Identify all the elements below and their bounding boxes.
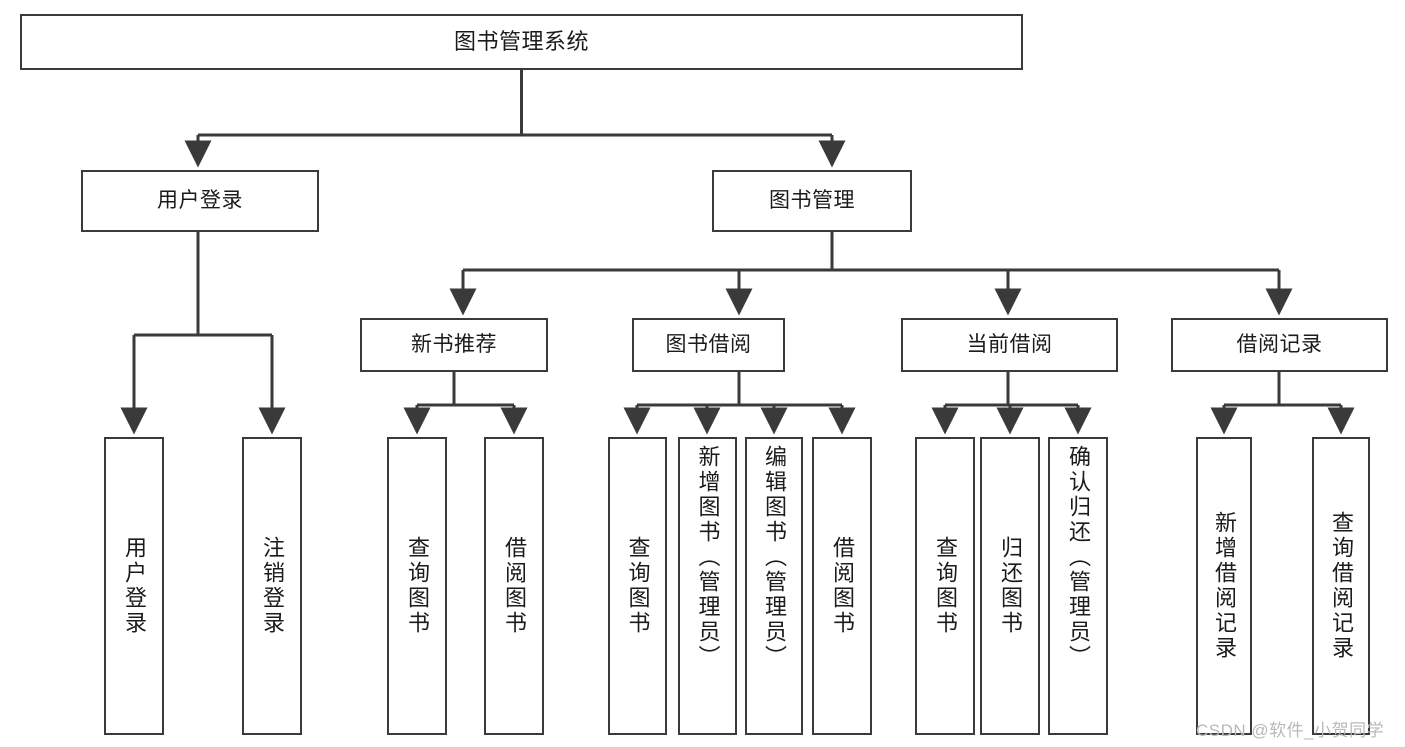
- node-leaf-borrow-book-2[interactable]: 借阅图书: [812, 437, 872, 735]
- node-leaf-query-book-2[interactable]: 查询图书: [608, 437, 667, 735]
- node-root-label: 图书管理系统: [453, 29, 589, 55]
- node-book-borrow-label: 图书借阅: [665, 332, 752, 356]
- node-book-manage[interactable]: 图书管理: [712, 170, 912, 232]
- node-leaf-return-book[interactable]: 归还图书: [980, 437, 1040, 735]
- node-new-book-recommend[interactable]: 新书推荐: [360, 318, 548, 372]
- node-book-borrow[interactable]: 图书借阅: [632, 318, 785, 372]
- watermark: CSDN @软件_小贺同学: [1196, 721, 1385, 740]
- node-current-borrow-label: 当前借阅: [966, 332, 1053, 356]
- node-leaf-query-borrow-record[interactable]: 查询借阅记录: [1312, 437, 1370, 735]
- node-leaf-add-borrow-record-label: 新增借阅记录: [1212, 511, 1237, 661]
- node-leaf-confirm-return-admin-label: 确认归还（管理员）: [1066, 445, 1091, 670]
- node-leaf-borrow-book-1-label: 借阅图书: [502, 536, 527, 636]
- node-leaf-add-book-admin-label: 新增图书（管理员）: [695, 445, 721, 670]
- node-leaf-query-book-3[interactable]: 查询图书: [915, 437, 975, 735]
- node-borrow-record-label: 借阅记录: [1236, 332, 1323, 356]
- node-leaf-query-book-3-label: 查询图书: [933, 536, 958, 636]
- node-leaf-logout-login-label: 注销登录: [260, 536, 285, 636]
- node-leaf-borrow-book-2-label: 借阅图书: [830, 536, 855, 636]
- node-borrow-record[interactable]: 借阅记录: [1171, 318, 1388, 372]
- node-leaf-user-login[interactable]: 用户登录: [104, 437, 164, 735]
- node-user-login[interactable]: 用户登录: [81, 170, 319, 232]
- node-user-login-label: 用户登录: [157, 188, 243, 212]
- node-leaf-query-borrow-record-label: 查询借阅记录: [1329, 511, 1354, 661]
- node-root[interactable]: 图书管理系统: [20, 14, 1023, 70]
- node-leaf-edit-book-admin[interactable]: 编辑图书（管理员）: [745, 437, 803, 735]
- node-leaf-query-book-1-label: 查询图书: [405, 536, 430, 636]
- node-leaf-confirm-return-admin[interactable]: 确认归还（管理员）: [1048, 437, 1108, 735]
- node-leaf-user-login-label: 用户登录: [122, 536, 147, 636]
- node-leaf-add-book-admin[interactable]: 新增图书（管理员）: [678, 437, 737, 735]
- node-current-borrow[interactable]: 当前借阅: [901, 318, 1118, 372]
- node-leaf-query-book-1[interactable]: 查询图书: [387, 437, 447, 735]
- node-leaf-add-borrow-record[interactable]: 新增借阅记录: [1196, 437, 1252, 735]
- node-leaf-return-book-label: 归还图书: [998, 536, 1023, 636]
- node-new-book-recommend-label: 新书推荐: [411, 332, 497, 356]
- node-book-manage-label: 图书管理: [769, 188, 855, 212]
- node-leaf-edit-book-admin-label: 编辑图书（管理员）: [762, 445, 787, 670]
- node-leaf-borrow-book-1[interactable]: 借阅图书: [484, 437, 544, 735]
- node-leaf-query-book-2-label: 查询图书: [625, 536, 651, 636]
- node-leaf-logout-login[interactable]: 注销登录: [242, 437, 302, 735]
